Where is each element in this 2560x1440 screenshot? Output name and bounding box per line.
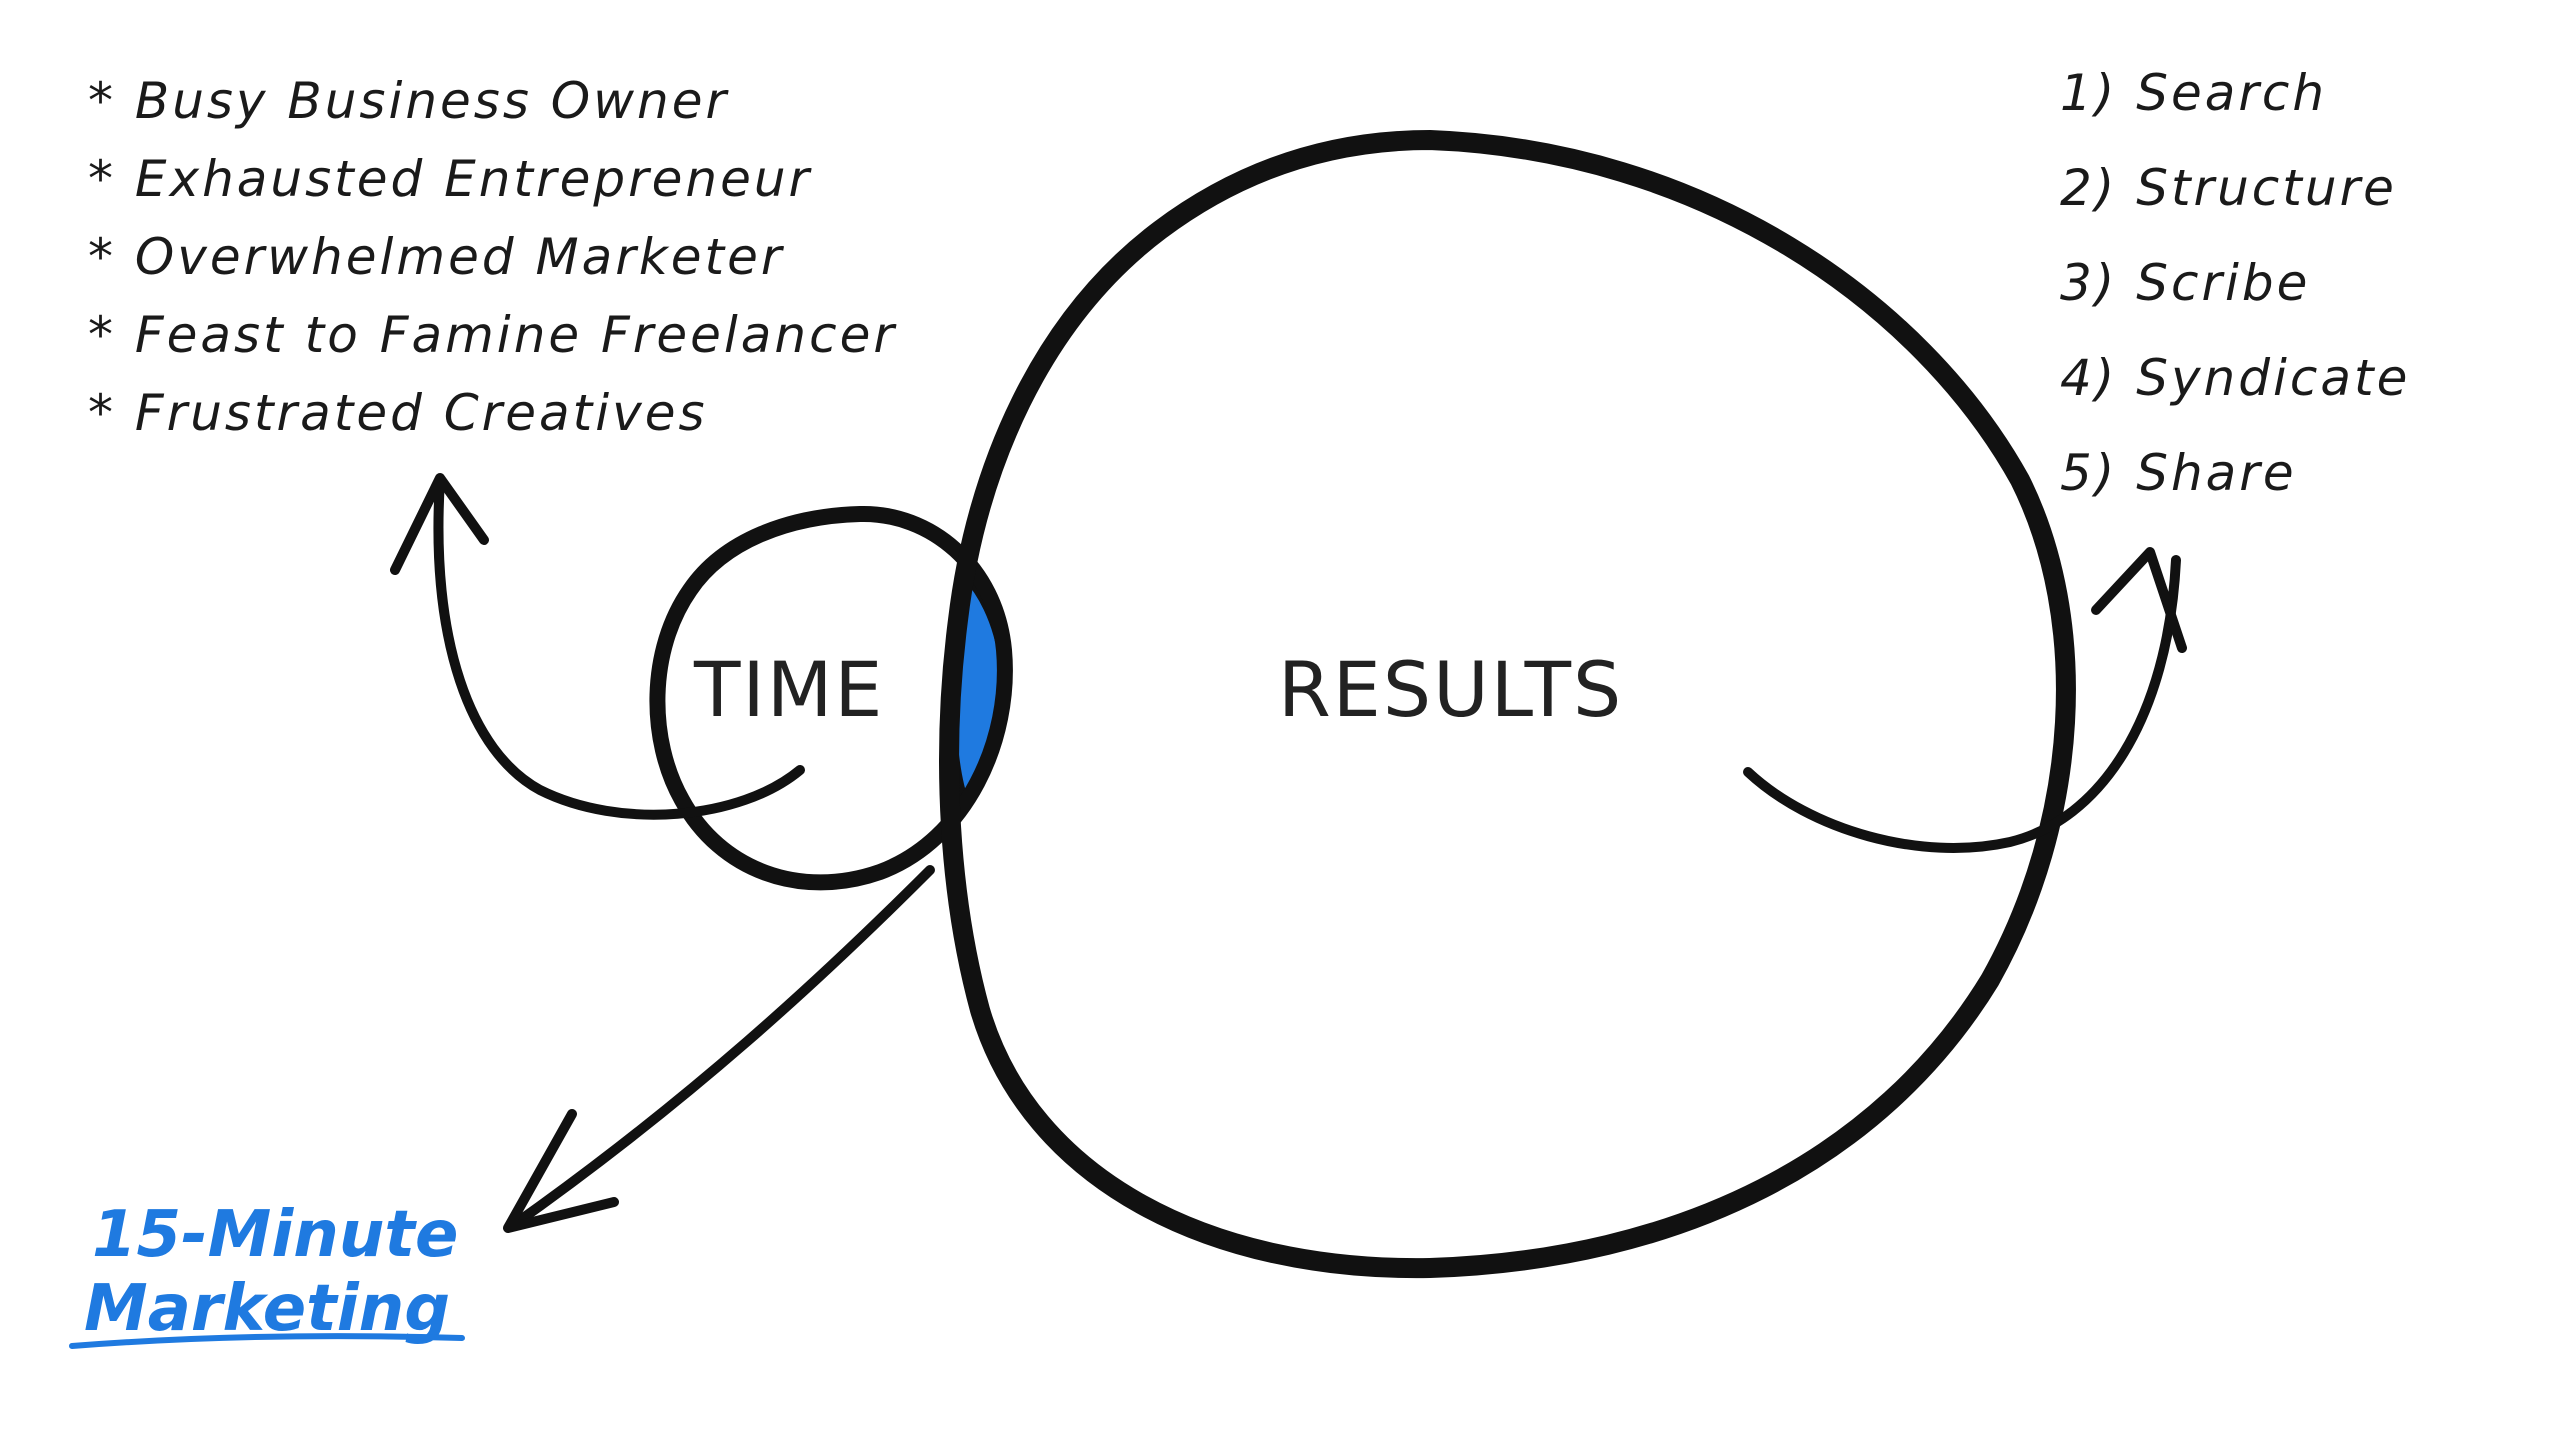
results-label: RESULTS <box>1278 645 1623 734</box>
step-item: 2) Structure <box>2060 159 2397 217</box>
arrow-to-audience-head <box>390 473 489 575</box>
audience-item: * Feast to Famine Freelancer <box>88 306 897 364</box>
brand-line-1: 15-Minute <box>92 1198 458 1272</box>
audience-item: * Exhausted Entrepreneur <box>88 150 813 208</box>
arrow-to-steps-head <box>2091 547 2187 653</box>
brand-logo: 15-Minute Marketing <box>69 1198 465 1349</box>
step-item: 1) Search <box>2060 64 2327 122</box>
arrow-to-steps <box>1743 555 2181 853</box>
step-item: 3) Scribe <box>2060 254 2310 312</box>
arrow-to-brand-head <box>503 1109 619 1233</box>
audience-item: * Frustrated Creatives <box>88 384 708 442</box>
steps-list: 1) Search 2) Structure 3) Scribe 4) Synd… <box>2060 64 2410 502</box>
time-label: TIME <box>693 645 884 734</box>
arrow-to-audience <box>433 475 805 820</box>
step-item: 5) Share <box>2060 444 2297 502</box>
audience-item: * Overwhelmed Marketer <box>88 228 785 286</box>
audience-list: * Busy Business Owner * Exhausted Entrep… <box>88 72 897 442</box>
brand-underline <box>69 1333 465 1349</box>
audience-item: * Busy Business Owner <box>88 72 729 130</box>
time-circle <box>649 505 1013 891</box>
arrow-to-brand <box>507 865 935 1231</box>
step-item: 4) Syndicate <box>2060 349 2410 407</box>
results-circle <box>939 130 2076 1279</box>
